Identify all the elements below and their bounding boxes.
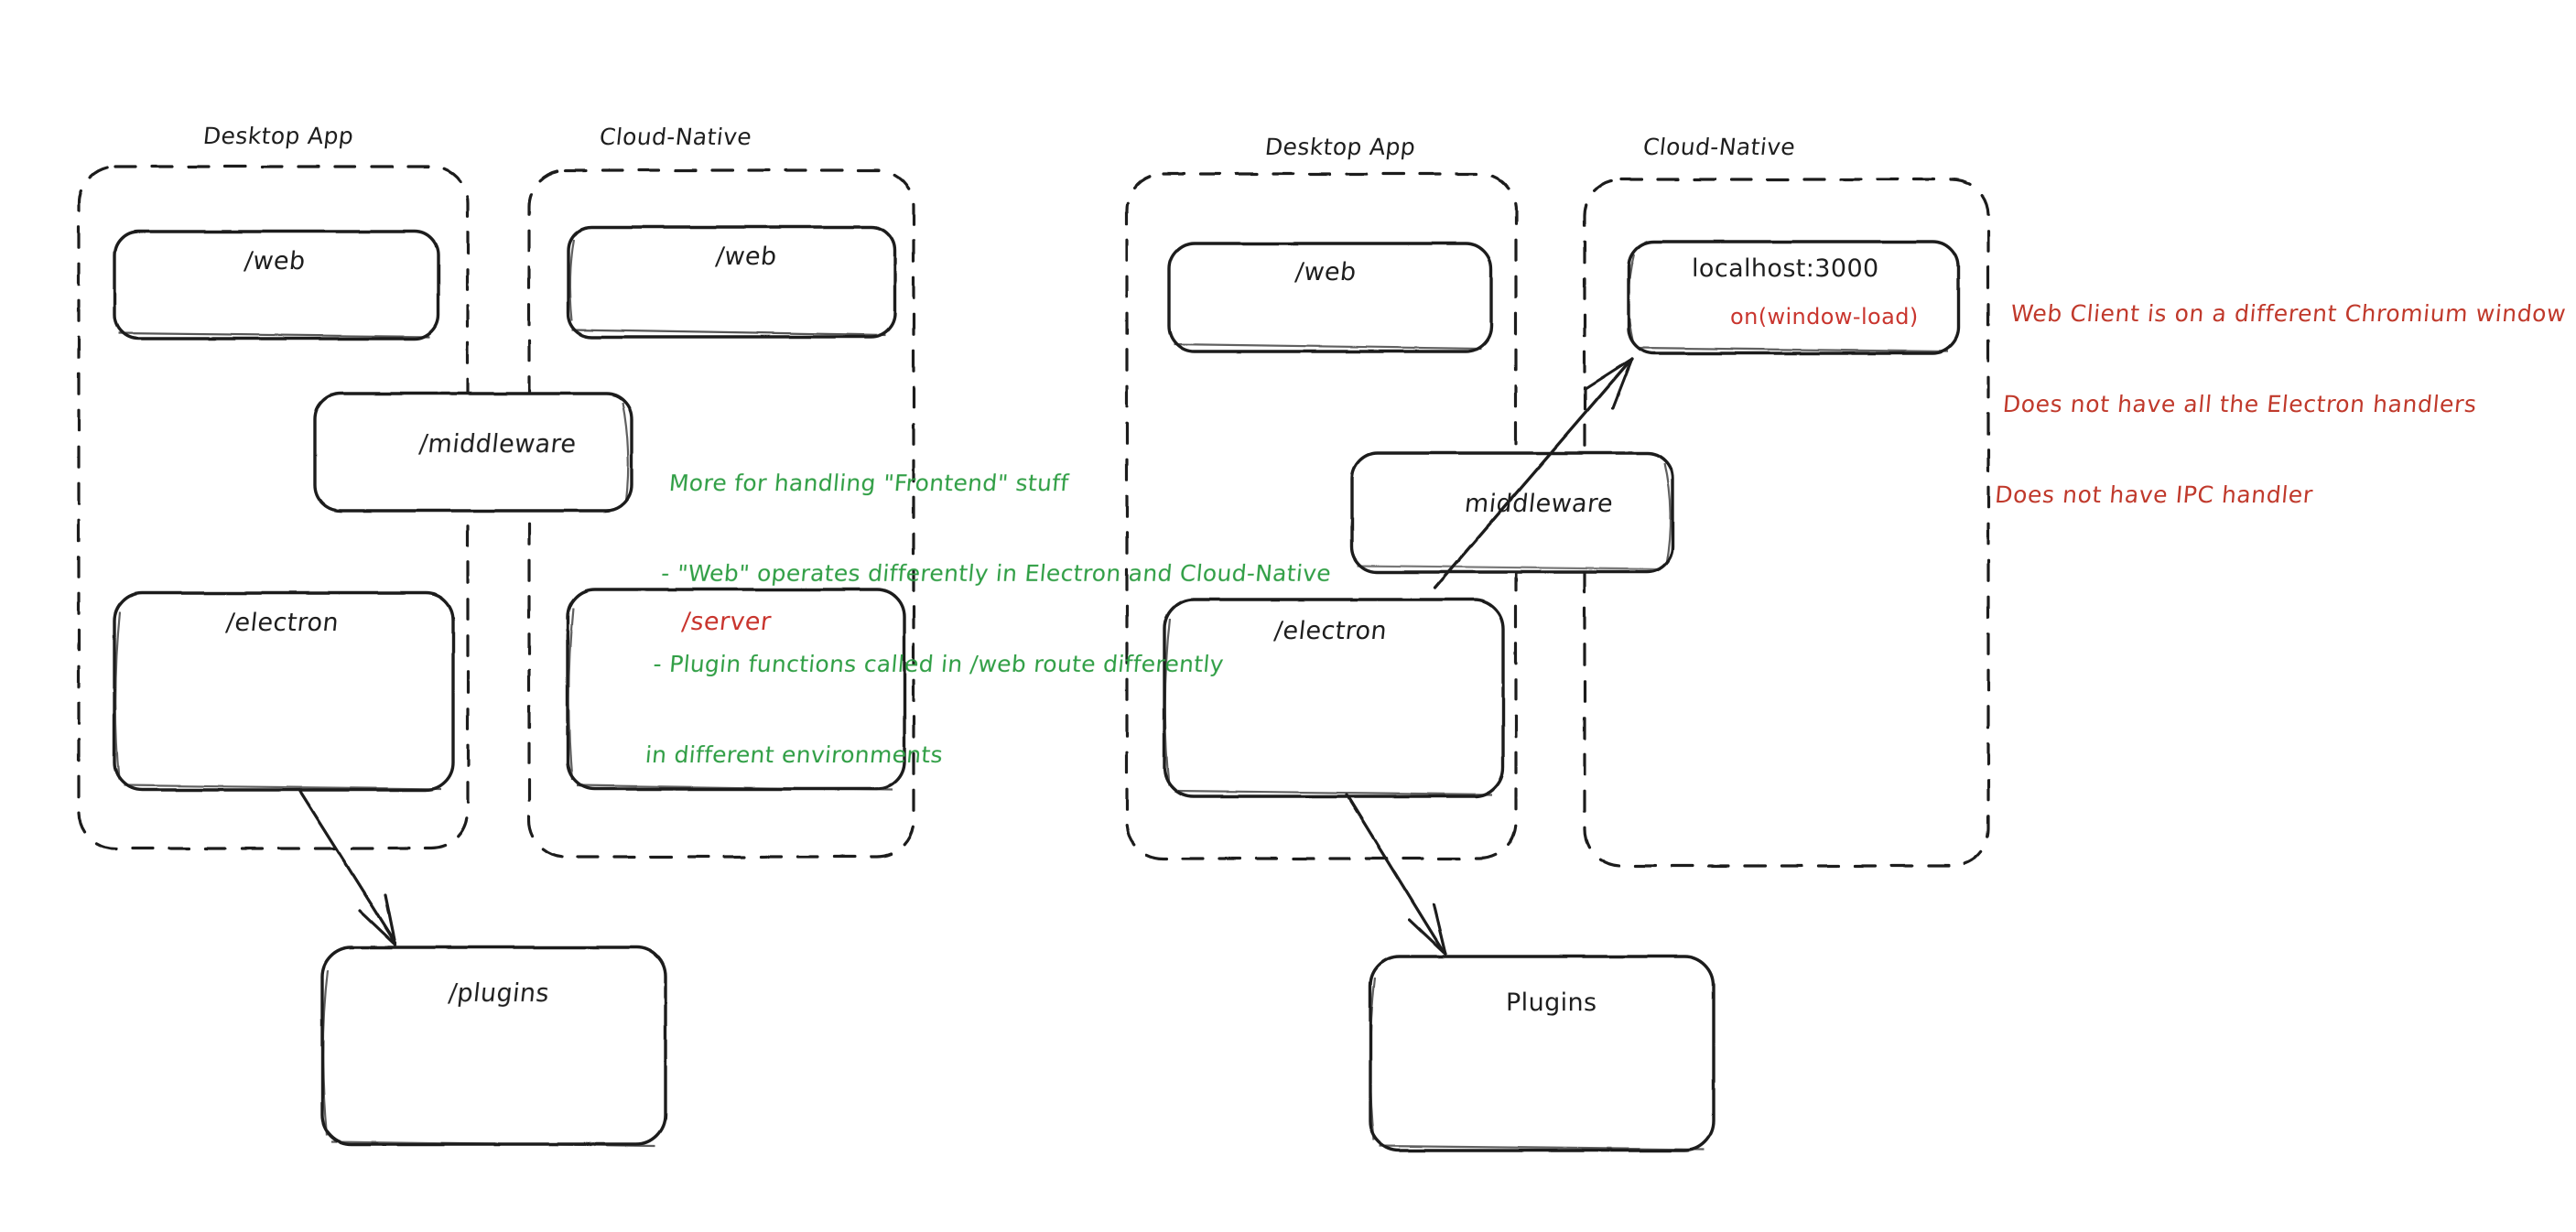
node-left-server: [566, 588, 906, 791]
annotation-green-line-4: in different environments: [644, 741, 945, 768]
node-left-web-desktop: [113, 230, 440, 340]
annotation-red-note: Web Client is on a different Chromium wi…: [1988, 238, 2572, 570]
container-label-left-cloud-native: Cloud-Native: [598, 124, 753, 150]
node-left-middleware: [313, 392, 633, 513]
annotation-green-line-1: More for handling "Frontend" stuff: [667, 470, 1070, 496]
node-left-web-cloud: [567, 225, 897, 339]
annotation-red-line-3: Does not have IPC handler: [1994, 481, 2315, 508]
container-left-cloud-native: [527, 168, 915, 859]
node-label-left-electron: /electron: [224, 609, 341, 637]
node-sublabel-right-localhost-on-window-load: on(window-load): [1730, 304, 1919, 330]
node-label-left-web-cloud: /web: [714, 243, 779, 271]
container-right-cloud-native: [1583, 178, 1990, 868]
node-label-left-middleware: /middleware: [417, 430, 579, 459]
node-right-plugins: [1369, 955, 1716, 1152]
container-label-right-cloud-native: Cloud-Native: [1641, 134, 1797, 160]
node-label-right-plugins: Plugins: [1506, 989, 1597, 1017]
edge-left-electron-to-plugins: [298, 788, 397, 946]
node-label-right-middleware: middleware: [1463, 490, 1615, 518]
edge-right-electron-to-localhost: [1434, 357, 1634, 589]
annotation-green-note: More for handling "Frontend" stuff - "We…: [639, 407, 1346, 830]
annotation-red-line-2: Does not have all the Electron handlers: [2001, 391, 2478, 417]
node-label-right-web-desktop: /web: [1293, 258, 1358, 286]
node-left-electron: [113, 591, 455, 792]
annotation-red-line-1: Web Client is on a different Chromium wi…: [2009, 300, 2568, 327]
container-label-right-desktop-app: Desktop App: [1263, 134, 1417, 160]
annotation-green-line-3: - Plugin functions called in /web route …: [652, 651, 1226, 677]
node-label-left-web-desktop: /web: [243, 247, 308, 276]
edge-right-electron-to-plugins: [1345, 793, 1447, 956]
node-right-web-desktop: [1167, 242, 1493, 353]
annotation-green-line-2: - "Web" operates differently in Electron…: [660, 560, 1333, 587]
node-right-middleware: [1350, 451, 1674, 574]
node-label-right-localhost: localhost:3000: [1692, 254, 1879, 283]
node-label-left-plugins: /plugins: [447, 979, 551, 1008]
container-label-left-desktop-app: Desktop App: [201, 123, 355, 149]
